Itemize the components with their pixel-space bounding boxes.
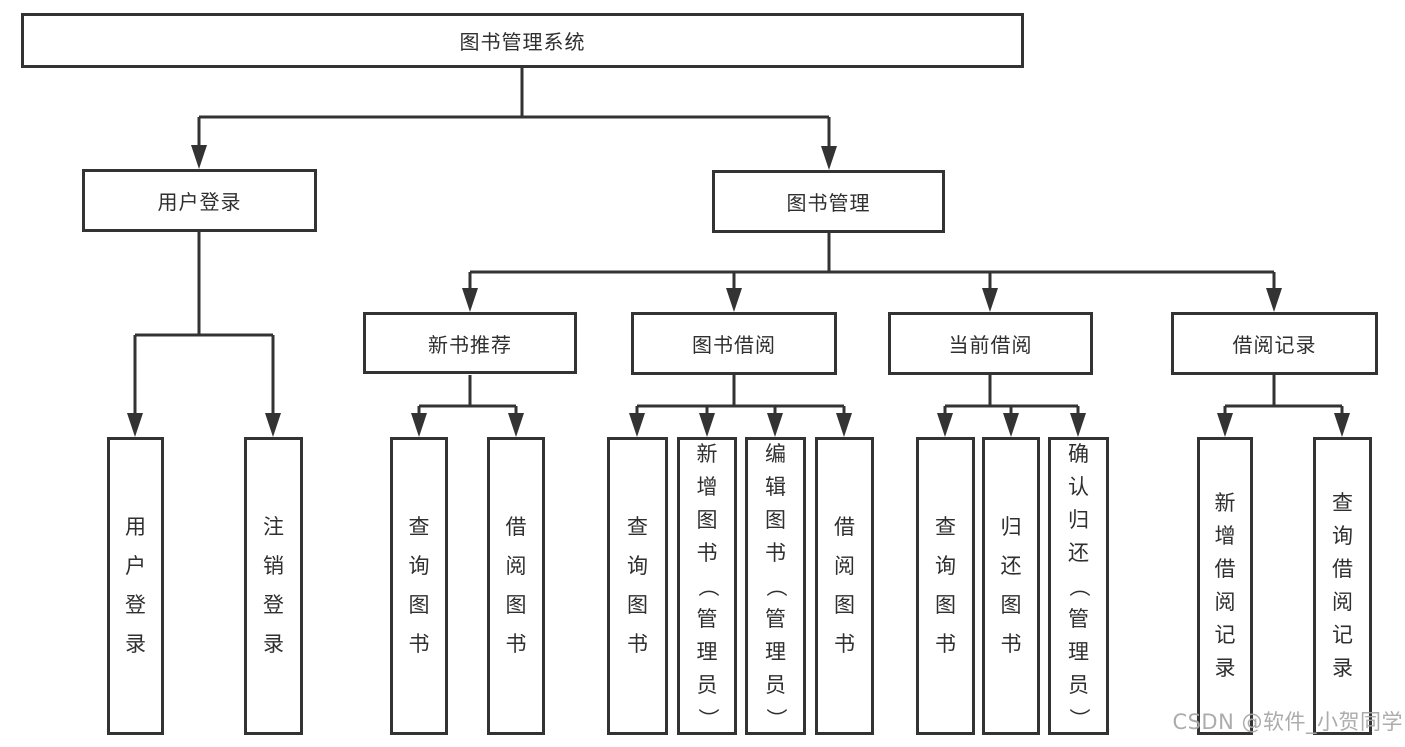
leaf-query-books: 查询图书 bbox=[607, 437, 668, 735]
leaf-add-book-admin: 新增图书（管理员） bbox=[677, 437, 737, 735]
leaf-return-books: 归还图书 bbox=[982, 437, 1040, 735]
arrowhead-icon bbox=[937, 413, 953, 437]
arrowhead-icon bbox=[836, 413, 852, 437]
connector-borrowrecord-group bbox=[1223, 375, 1344, 415]
arrowhead-icon bbox=[1070, 413, 1086, 437]
arrowhead-icon bbox=[1217, 413, 1233, 437]
arrowhead-icon bbox=[982, 288, 998, 312]
leaf-confirm-return-admin: 确认归还（管理员） bbox=[1048, 437, 1109, 735]
node-new-book-recommend: 新书推荐 bbox=[363, 312, 577, 374]
arrowhead-icon bbox=[191, 145, 207, 169]
csdn-watermark: CSDN @软件_小贺同学 bbox=[1172, 710, 1403, 734]
arrowhead-icon bbox=[265, 413, 281, 437]
connector-bookmgmt-to-level3 bbox=[468, 233, 1276, 290]
connector-newbook-group bbox=[417, 375, 518, 415]
leaf-borrow-books: 借阅图书 bbox=[487, 437, 545, 735]
arrowhead-icon bbox=[629, 413, 645, 437]
arrowhead-icon bbox=[726, 288, 742, 312]
arrowhead-icon bbox=[462, 288, 478, 312]
arrowhead-icon bbox=[1003, 413, 1019, 437]
connector-bookborrow-group bbox=[635, 375, 846, 415]
arrowhead-icon bbox=[411, 413, 427, 437]
arrowhead-icon bbox=[699, 413, 715, 437]
connector-userlogin-group bbox=[133, 232, 275, 415]
node-book-borrowing: 图书借阅 bbox=[631, 312, 837, 375]
leaf-edit-book-admin: 编辑图书（管理员） bbox=[745, 437, 806, 735]
node-book-management: 图书管理 bbox=[712, 170, 945, 233]
arrowhead-icon bbox=[821, 146, 837, 170]
node-root-library-system: 图书管理系统 bbox=[21, 13, 1024, 68]
node-current-borrowing: 当前借阅 bbox=[888, 312, 1093, 375]
connector-root-to-level2 bbox=[197, 68, 831, 148]
leaf-query-borrow-record: 查询借阅记录 bbox=[1313, 437, 1372, 735]
node-user-login: 用户登录 bbox=[82, 169, 317, 232]
arrowhead-icon bbox=[508, 413, 524, 437]
leaf-logout: 注销登录 bbox=[244, 437, 303, 735]
leaf-query-books: 查询图书 bbox=[390, 437, 448, 735]
connector-currentborrow-group bbox=[943, 375, 1080, 415]
arrowhead-icon bbox=[1266, 288, 1282, 312]
leaf-query-books: 查询图书 bbox=[916, 437, 975, 735]
node-borrowing-records: 借阅记录 bbox=[1171, 312, 1378, 375]
arrowhead-icon bbox=[767, 413, 783, 437]
leaf-add-borrow-record: 新增借阅记录 bbox=[1197, 437, 1253, 735]
leaf-borrow-books: 借阅图书 bbox=[815, 437, 874, 735]
arrowhead-icon bbox=[1334, 413, 1350, 437]
leaf-user-login: 用户登录 bbox=[107, 437, 164, 735]
arrowhead-icon bbox=[127, 413, 143, 437]
